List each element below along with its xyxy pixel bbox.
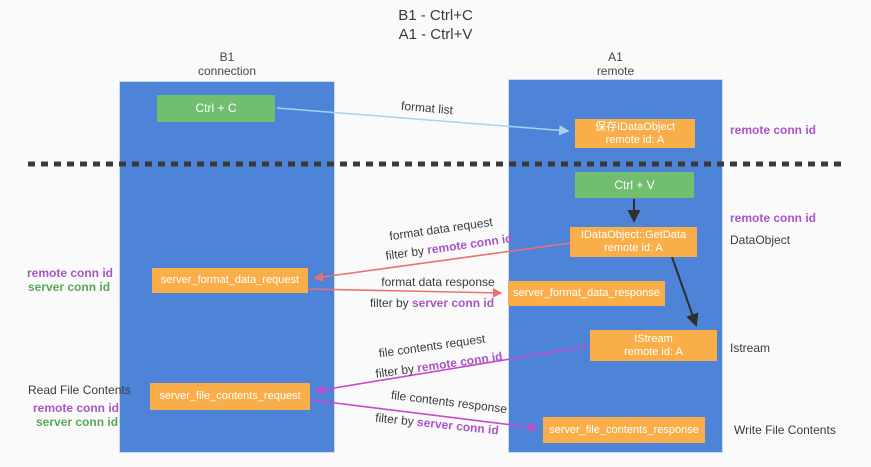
getdata-to-istream-arrow (671, 256, 699, 327)
left-label-server-conn-id-file: server conn id (36, 415, 119, 429)
clipboard-line-1: 保存IDataObject (594, 120, 676, 133)
istream-line-1: IStream (634, 332, 673, 345)
left-label-server-conn-id-format: server conn id (28, 280, 111, 294)
file-contents-response-arrow (310, 399, 539, 432)
ctrl-v-label: Ctrl + V (614, 177, 655, 192)
node-clipboard-idataobject: 保存IDataObject remote id: A (575, 119, 695, 148)
lane-header-a1: A1 remote (508, 50, 723, 78)
node-idataobject-getdata: IDataObject::GetData remote id: A (570, 227, 697, 257)
node-server-file-contents-response: server_file_contents_response (543, 417, 705, 443)
format-data-response-arrow (308, 288, 503, 298)
format-response-label: server_format_data_response (513, 287, 660, 299)
title-line-1: B1 - Ctrl+C (398, 7, 473, 24)
label-format-data-response: format data response (381, 275, 495, 289)
node-server-format-data-request: server_format_data_request (152, 268, 308, 293)
filter-prefix: filter by (369, 296, 412, 310)
right-label-remote-conn-id-clipboard: remote conn id (730, 123, 817, 137)
diagram-title: B1 - Ctrl+C A1 - Ctrl+V (0, 6, 871, 44)
right-label-istream: Istream (730, 341, 771, 355)
node-server-format-data-response: server_format_data_response (508, 281, 665, 306)
getdata-line-1: IDataObject::GetData (580, 229, 687, 241)
node-ctrl-v: Ctrl + V (575, 172, 694, 198)
clipboard-line-2: remote id: A (605, 133, 665, 146)
node-ctrl-c: Ctrl + C (157, 95, 275, 122)
node-server-file-contents-request: server_file_contents_request (150, 383, 310, 410)
lane-b1-name: B1 (219, 50, 235, 64)
istream-line-2: remote id: A (624, 345, 683, 358)
file-contents-request-arrow (314, 345, 590, 395)
ctrl-c-label: Ctrl + C (195, 101, 237, 115)
left-label-read-file-contents: Read File Contents (28, 383, 131, 397)
getdata-line-2: remote id: A (604, 242, 663, 254)
right-label-write-file-contents: Write File Contents (734, 423, 836, 437)
format-data-request-arrow (313, 242, 571, 282)
label-format-response-filter: filter by server conn id (370, 296, 494, 310)
format-request-label: server_format_data_request (160, 274, 300, 286)
lane-a1-name: A1 (608, 50, 623, 64)
right-label-remote-conn-id-getdata: remote conn id (730, 211, 817, 225)
file-request-label: server_file_contents_request (159, 390, 301, 402)
right-label-dataobject: DataObject (730, 233, 791, 247)
node-istream: IStream remote id: A (590, 330, 717, 361)
left-label-remote-conn-id-format: remote conn id (27, 266, 114, 280)
filter-key-server-conn-id: server conn id (411, 296, 495, 310)
format-list-arrow (276, 107, 570, 136)
lane-b1-role: connection (197, 64, 257, 78)
lane-header-b1: B1 connection (119, 50, 335, 78)
file-response-label: server_file_contents_response (549, 423, 699, 436)
lane-a1-role: remote (596, 64, 635, 78)
left-label-remote-conn-id-file: remote conn id (33, 401, 120, 415)
title-line-2: A1 - Ctrl+V (398, 26, 473, 43)
